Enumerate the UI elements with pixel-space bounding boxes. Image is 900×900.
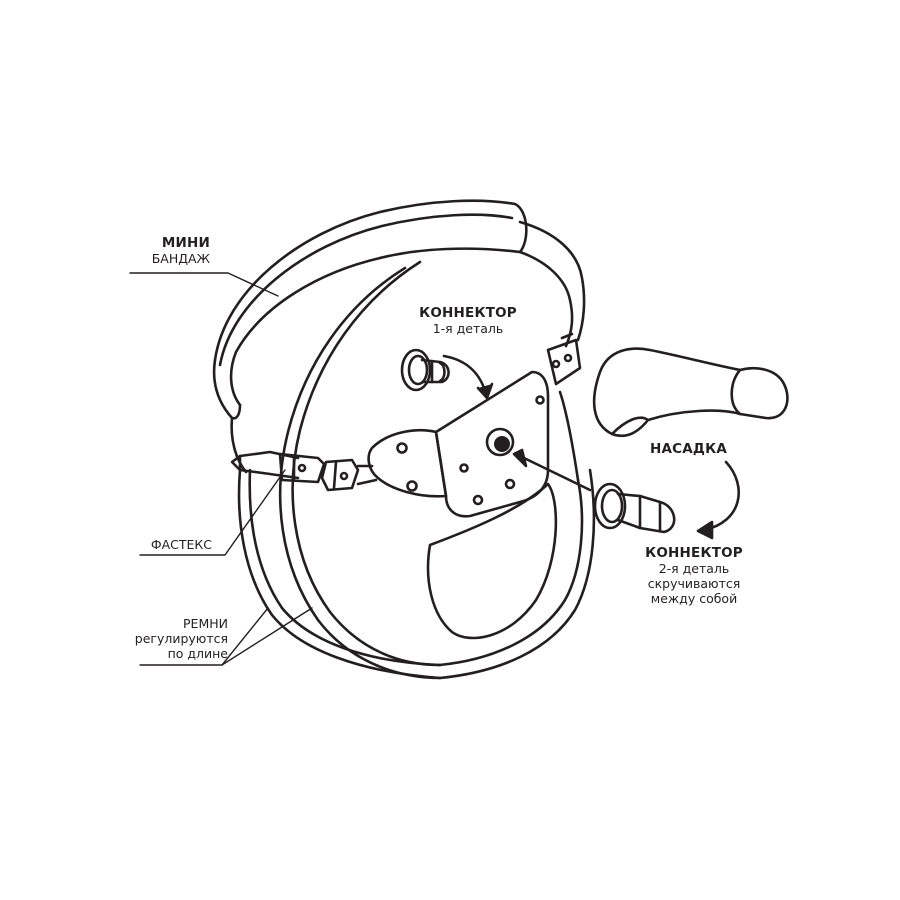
label-fastex: ФАСТЕКС: [151, 537, 212, 552]
label-connector-2-line3: между собой: [650, 591, 738, 606]
label-connector-1-title: КОННЕКТОР: [419, 305, 517, 321]
connector-2-part: [593, 482, 676, 534]
label-connector-2-line2: скручиваются: [647, 576, 741, 591]
right-band: [518, 220, 586, 386]
label-connector-1-subtitle: 1-я деталь: [432, 321, 504, 336]
label-straps-line2: по длине: [167, 646, 228, 661]
label-connector-1: КОННЕКТОР 1-я деталь: [408, 305, 528, 337]
label-attachment-title: НАСАДКА: [650, 441, 728, 457]
fastex-buckle: [230, 450, 378, 492]
label-mini-bandage: МИНИ БАНДАЖ: [151, 235, 210, 267]
lower-pad: [426, 482, 558, 640]
label-connector-2-title: КОННЕКТОР: [645, 545, 743, 561]
label-connector-2-line1: 2-я деталь: [658, 561, 730, 576]
arrows: [442, 354, 740, 540]
label-straps: РЕМНИ регулируются по длине: [135, 616, 228, 661]
waist-band: [212, 199, 528, 474]
label-mini-bandage-title: МИНИ: [161, 235, 210, 251]
label-connector-2: КОННЕКТОР 2-я деталь скручиваются между …: [624, 545, 764, 607]
front-plate: [434, 370, 550, 518]
label-straps-line1: регулируются: [134, 631, 228, 646]
label-straps-title: РЕМНИ: [183, 616, 228, 631]
left-plate: [367, 429, 448, 498]
connector-1-part: [400, 348, 450, 392]
leader-lines: [129, 272, 313, 666]
label-fastex-title: ФАСТЕКС: [150, 537, 212, 552]
label-mini-bandage-subtitle: БАНДАЖ: [151, 251, 210, 266]
attachment-part: [592, 347, 789, 438]
label-attachment: НАСАДКА: [650, 442, 727, 457]
